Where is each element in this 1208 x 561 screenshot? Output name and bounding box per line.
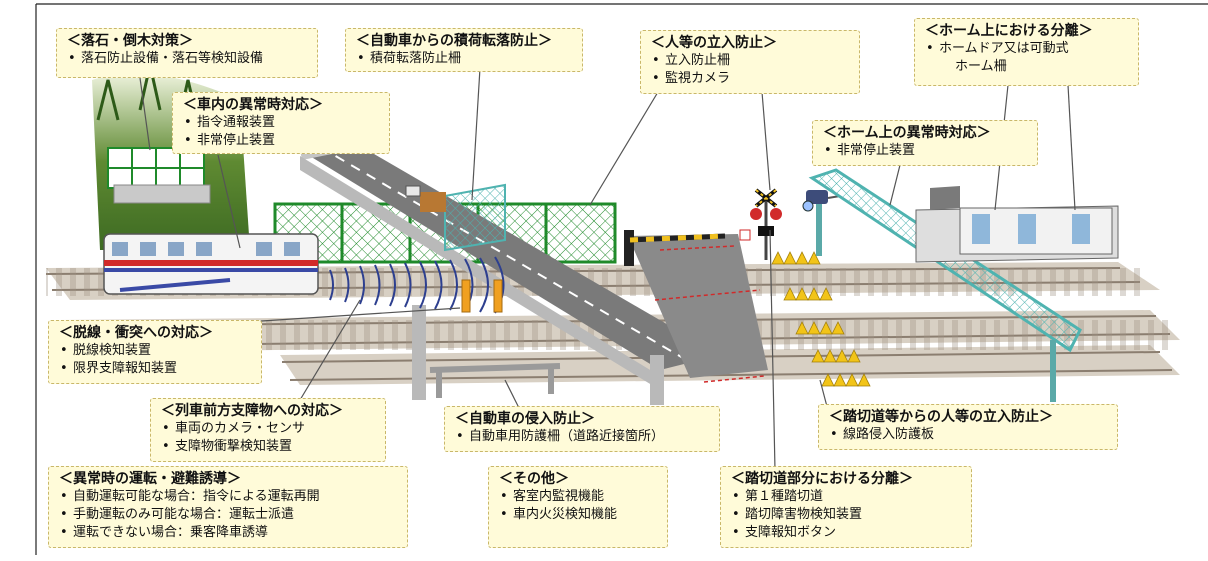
- callout-car-intrusion: ＜自動車の侵入防止＞ 自動車用防護柵（道路近接箇所）: [444, 406, 720, 452]
- callout-item: 立入防止柵: [651, 52, 851, 70]
- callout-item: 車内火災検知機能: [499, 506, 659, 524]
- crossing-barrier-icon: [624, 229, 751, 266]
- callout-title: ＜踏切道等からの人等の立入防止＞: [829, 409, 1053, 425]
- callout-item: 手動運転のみ可能な場合：運転士派遣: [59, 506, 399, 524]
- callout-crossing-separation: ＜踏切道部分における分離＞ 第１種踏切道 踏切障害物検知装置 支障報知ボタン: [720, 466, 972, 548]
- callout-obstacle: ＜列車前方支障物への対応＞ 車両のカメラ・センサ 支障物衝撃検知装置: [150, 398, 386, 462]
- cargo-fence-icon: [405, 183, 506, 252]
- callout-item: 支障物衝撃検知装置: [161, 438, 377, 456]
- callout-intrusion: ＜人等の立入防止＞ 立入防止柵 監視カメラ: [640, 30, 860, 94]
- callout-other: ＜その他＞ 客室内監視機能 車内火災検知機能: [488, 466, 668, 548]
- train-icon: [103, 233, 319, 295]
- callout-title: ＜車内の異常時対応＞: [183, 97, 323, 113]
- platform-door-icon: [915, 186, 1119, 263]
- callout-item: 限界支障報知装置: [59, 360, 253, 378]
- callout-abnormal-operation: ＜異常時の運転・避難誘導＞ 自動運転可能な場合：指令による運転再開 手動運転のみ…: [48, 466, 408, 548]
- callout-item: 監視カメラ: [651, 70, 851, 88]
- callout-item: 非常停止装置: [823, 142, 1029, 160]
- callout-item: ホームドア又は可動式: [925, 40, 1130, 58]
- callout-title: ＜異常時の運転・避難誘導＞: [59, 471, 241, 487]
- callout-platform-separation: ＜ホーム上における分離＞ ホームドア又は可動式 ホーム柵: [914, 18, 1139, 86]
- callout-item: 運転できない場合：乗客降車誘導: [59, 524, 399, 542]
- callout-cargo: ＜自動車からの積荷転落防止＞ 積荷転落防止柵: [345, 28, 583, 72]
- callout-item: 踏切障害物検知装置: [731, 506, 963, 524]
- callout-item: 支障報知ボタン: [731, 524, 963, 542]
- callout-item: 落石防止設備・落石等検知設備: [67, 50, 309, 68]
- road-guardrail-icon: [429, 363, 561, 398]
- derail-detector-icon: [461, 279, 471, 313]
- callout-title: ＜ホーム上における分離＞: [925, 23, 1093, 39]
- callout-title: ＜脱線・衝突への対応＞: [59, 325, 213, 341]
- derail-detector-icon: [493, 279, 503, 313]
- callout-item: 非常停止装置: [183, 132, 381, 150]
- callout-item: 脱線検知装置: [59, 342, 253, 360]
- callout-item: 客室内監視機能: [499, 488, 659, 506]
- callout-title: ＜自動車からの積荷転落防止＞: [356, 33, 552, 49]
- callout-title: ＜落石・倒木対策＞: [67, 33, 193, 49]
- callout-crossing-people: ＜踏切道等からの人等の立入防止＞ 線路侵入防護板: [818, 404, 1118, 450]
- callout-item: 第１種踏切道: [731, 488, 963, 506]
- callout-item: 車両のカメラ・センサ: [161, 420, 377, 438]
- callout-title: ＜ホーム上の異常時対応＞: [823, 125, 991, 141]
- callout-item-continued: ホーム柵: [955, 59, 1007, 74]
- callout-title: ＜列車前方支障物への対応＞: [161, 403, 343, 419]
- rockfall-fence-icon: [107, 147, 211, 204]
- callout-rockfall: ＜落石・倒木対策＞ 落石防止設備・落石等検知設備: [56, 28, 318, 78]
- callout-item: 積荷転落防止柵: [356, 50, 574, 68]
- level-crossing-road: [628, 234, 768, 383]
- callout-title: ＜その他＞: [499, 471, 569, 487]
- callout-item: 自動車用防護柵（道路近接箇所）: [455, 428, 711, 446]
- callout-item: 自動運転可能な場合：指令による運転再開: [59, 488, 399, 506]
- railroad-crossing-icon: [750, 188, 782, 260]
- callout-title: ＜踏切道部分における分離＞: [731, 471, 913, 487]
- callout-item: 指令通報装置: [183, 114, 381, 132]
- callout-title: ＜自動車の侵入防止＞: [455, 411, 595, 427]
- callout-derailment: ＜脱線・衝突への対応＞ 脱線検知装置 限界支障報知装置: [48, 320, 262, 384]
- intrusion-plate-icons: [771, 251, 871, 387]
- callout-platform-emergency: ＜ホーム上の異常時対応＞ 非常停止装置: [812, 120, 1038, 166]
- callout-title: ＜人等の立入防止＞: [651, 35, 777, 51]
- callout-item: 線路侵入防護板: [829, 426, 1109, 444]
- callout-onboard-emergency: ＜車内の異常時対応＞ 指令通報装置 非常停止装置: [172, 92, 390, 154]
